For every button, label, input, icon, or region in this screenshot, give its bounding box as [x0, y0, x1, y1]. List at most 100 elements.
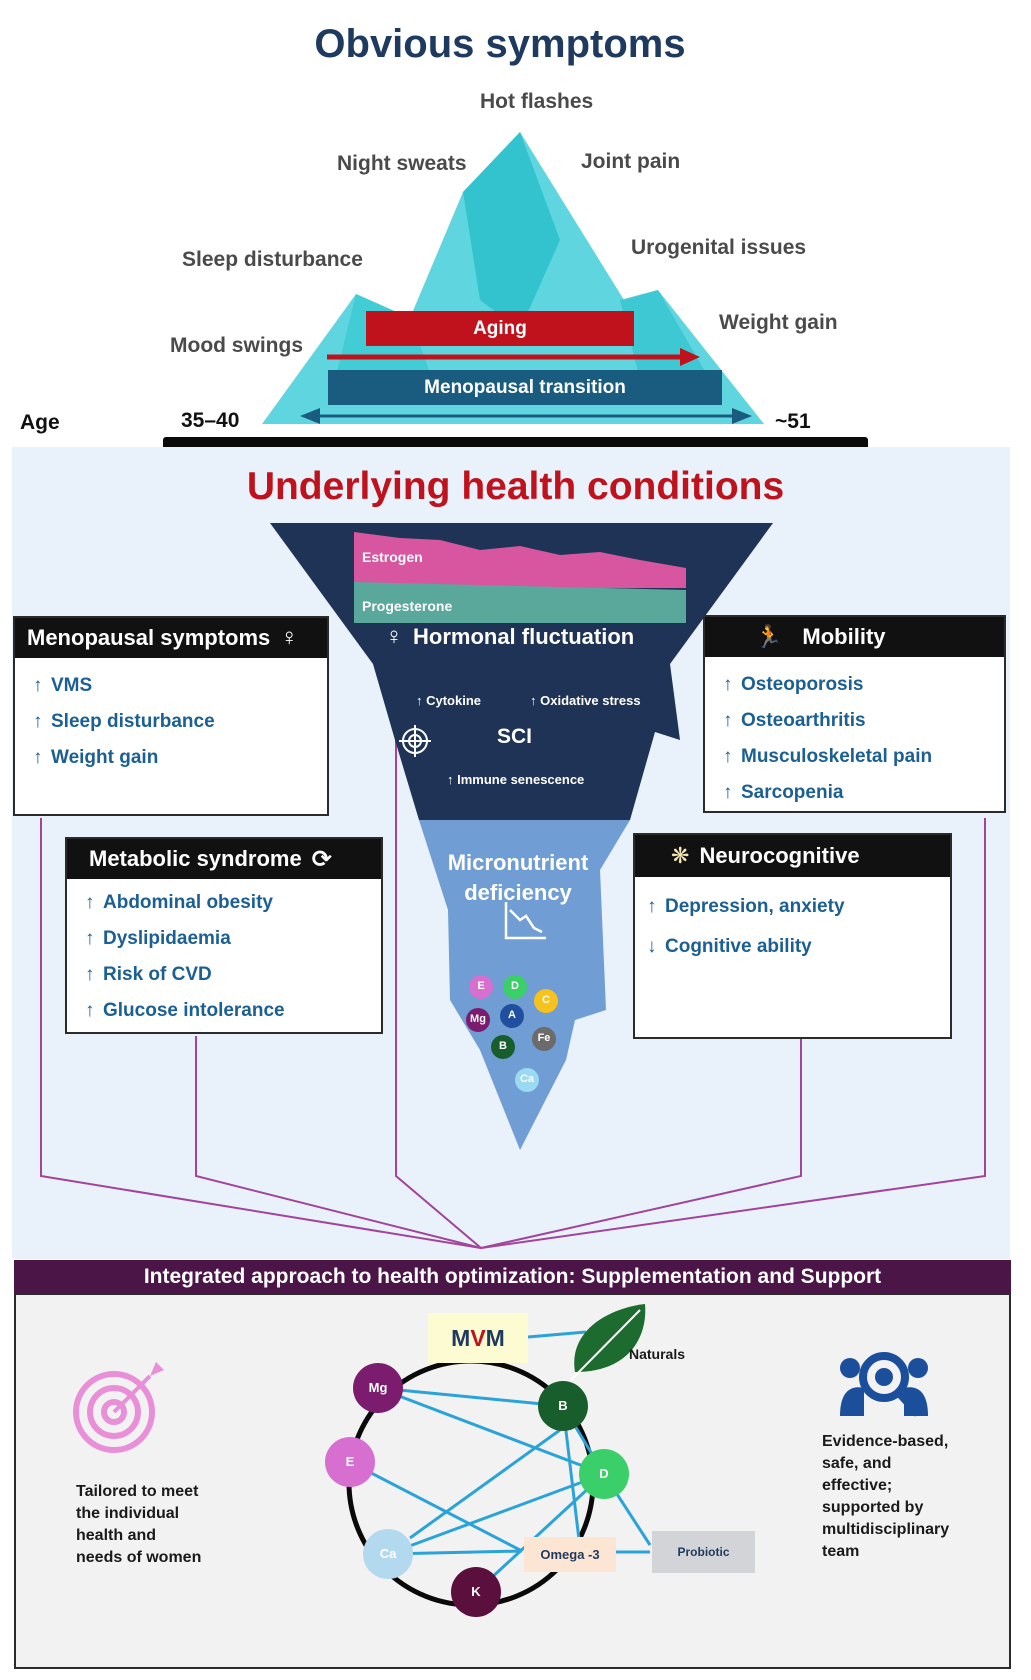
menopausal-symptoms-title: Menopausal symptoms [27, 625, 271, 650]
nutrient-a: A [508, 1009, 516, 1021]
node-mg [353, 1363, 403, 1413]
bullseye-icon [73, 1362, 164, 1453]
metabolic-syndrome-title: Metabolic syndrome [89, 846, 302, 871]
arrow-icon: ↑ [647, 896, 657, 917]
symptom-hot-flashes: Hot flashes [480, 90, 594, 113]
mvm-v: V [470, 1325, 486, 1351]
item-text: Sarcopenia [741, 782, 844, 803]
menopausal-symptoms-header: Menopausal symptoms ♀ [15, 618, 327, 658]
symptom-night-sweats: Night sweats [337, 152, 467, 175]
aging-label: Aging [473, 318, 527, 339]
oxidative-stress-label: ↑ Oxidative stress [530, 693, 641, 708]
node-omega [524, 1537, 616, 1572]
node-omega-label: Omega -3 [540, 1547, 600, 1562]
nutrient-fe: Fe [537, 1032, 551, 1044]
list-item: ↑Glucose intolerance [85, 993, 381, 1029]
iceberg-underwater-graphic [40, 523, 986, 1249]
mobility-list: ↑Osteoporosis ↑ Osteoarthritis ↑Musculosk… [705, 657, 1004, 811]
menopausal-transition-label: Menopausal transition [424, 377, 626, 398]
item-text: Weight gain [51, 747, 159, 768]
menopausal-transition-bar [328, 370, 722, 405]
leaf-icon [570, 1304, 646, 1381]
nutrient-b: B [499, 1040, 507, 1052]
neurocognitive-box: ❋ Neurocognitive ↑ Depression, anxiety ↓ C… [633, 833, 952, 1039]
aging-bar [366, 311, 634, 346]
brain-icon: ❋ [671, 843, 690, 868]
female-symbol-icon: ♀ [280, 624, 299, 651]
evidence-line: Evidence-based, [822, 1433, 949, 1450]
arrow-icon: ↓ [647, 936, 657, 957]
sci-label: SCI [497, 725, 533, 748]
list-item: ↑Sarcopenia [723, 775, 1004, 811]
menopausal-symptoms-list: ↑ VMS ↑Sleep disturbance ↑ Weight gain [15, 658, 327, 776]
node-d-label: D [599, 1466, 609, 1481]
tailored-text: Tailored to meet the individual health a… [76, 1481, 201, 1569]
list-item: ↑Sleep disturbance [33, 704, 327, 740]
evidence-line: supported by [822, 1499, 924, 1516]
nutrient-c: C [542, 994, 550, 1006]
list-item: ↑ Depression, anxiety [647, 887, 950, 927]
list-item: ↑ Osteoarthritis [723, 703, 1004, 739]
arrow-icon: ↑ [33, 675, 43, 696]
evidence-line: multidisciplinary [822, 1521, 950, 1538]
metabolic-syndrome-list: ↑ Abdominal obesity ↑ Dyslipidaemia ↑ Risk … [67, 879, 381, 1029]
arrow-icon: ↑ [723, 674, 733, 695]
item-text: Abdominal obesity [103, 892, 273, 913]
list-item: ↑ VMS [33, 668, 327, 704]
arrow-icon: ↑ [33, 747, 43, 768]
integrated-approach-title: Integrated approach to health optimizati… [14, 1260, 1011, 1294]
list-item: ↑Musculoskeletal pain [723, 739, 1004, 775]
nutrient-mg: Mg [470, 1013, 486, 1025]
hormonal-fluctuation-label: Hormonal fluctuation [413, 624, 635, 649]
neurocognitive-title: Neurocognitive [699, 843, 860, 868]
node-mg-label: Mg [368, 1380, 388, 1395]
symptom-urogenital-issues: Urogenital issues [631, 236, 807, 259]
item-text: Depression, anxiety [665, 896, 845, 917]
symptom-mood-swings: Mood swings [170, 334, 303, 357]
age-end: ~51 [775, 410, 811, 433]
menopausal-symptoms-box: Menopausal symptoms ♀ ↑ VMS ↑Sleep distur… [13, 616, 329, 816]
iceberg-tip-graphic [163, 132, 868, 450]
estrogen-label: Estrogen [362, 549, 423, 565]
progesterone-area [354, 582, 686, 623]
tailored-line: health and [76, 1527, 157, 1544]
tailored-line: the individual [76, 1505, 180, 1522]
item-text: Cognitive ability [665, 936, 812, 957]
metabolic-syndrome-box: Metabolic syndrome ⟳ ↑ Abdominal obesity … [65, 837, 383, 1034]
team-search-icon [840, 1352, 928, 1417]
progesterone-label: Progesterone [362, 598, 453, 614]
item-text: Osteoarthritis [741, 710, 866, 731]
underlying-conditions-title: Underlying health conditions [246, 465, 785, 508]
nutrient-e: E [477, 980, 485, 992]
neurocognitive-list: ↑ Depression, anxiety ↓ Cognitive ability [635, 877, 950, 967]
list-item: ↑Osteoporosis [723, 667, 1004, 703]
estrogen-area [354, 532, 686, 588]
metabolic-syndrome-header: Metabolic syndrome ⟳ [67, 839, 381, 879]
node-e-label: E [345, 1454, 355, 1469]
item-text: VMS [51, 675, 93, 696]
item-text: Risk of CVD [103, 964, 212, 985]
age-label: Age [20, 411, 60, 434]
item-text: Dyslipidaemia [103, 928, 231, 949]
micronutrient-line1: Micronutrient [447, 850, 589, 875]
node-b [538, 1381, 588, 1431]
symptom-joint-pain: Joint pain [581, 150, 681, 173]
list-item: ↓ Cognitive ability [647, 927, 950, 967]
evidence-line: effective; [822, 1477, 893, 1494]
arrow-icon: ↑ [85, 892, 95, 913]
list-item: ↑ Dyslipidaemia [85, 921, 381, 957]
tailored-line: needs of women [76, 1549, 202, 1566]
mvm-suffix: M [485, 1325, 505, 1351]
arrow-icon: ↑ [85, 928, 95, 949]
node-k [451, 1567, 501, 1617]
symptom-weight-gain: Weight gain [719, 311, 838, 334]
arrow-icon: ↑ [723, 710, 733, 731]
mvm-prefix: M [451, 1325, 471, 1351]
arrow-icon: ↑ [85, 1000, 95, 1021]
naturals-label: Naturals [629, 1346, 686, 1362]
symptom-sleep-disturbance: Sleep disturbance [182, 248, 363, 271]
micronutrient-line2: deficiency [464, 880, 572, 905]
nutrient-d: D [511, 980, 519, 992]
mobility-title: Mobility [802, 624, 886, 649]
supplement-network-graphic [73, 1304, 928, 1617]
